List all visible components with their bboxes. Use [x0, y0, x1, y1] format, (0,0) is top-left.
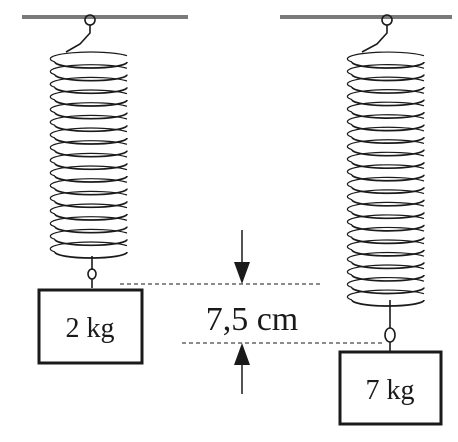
- right-hook-wire: [361, 25, 388, 53]
- right-coil-back: [346, 139, 425, 151]
- left-coil-front: [54, 188, 128, 196]
- left-coil-front: [54, 213, 128, 221]
- mass-2kg: 2 kg: [37, 288, 144, 365]
- mass-7kg-box: [338, 350, 443, 426]
- right-coil-back: [346, 151, 425, 163]
- right-coil-back: [346, 89, 425, 101]
- left-coil-front: [54, 163, 128, 171]
- left-coil-front: [54, 251, 128, 259]
- left-coil-back: [49, 165, 128, 177]
- right-coil-front: [351, 74, 425, 82]
- left-coil-front: [54, 150, 128, 158]
- left-coil-back: [49, 76, 128, 88]
- right-coil-back: [346, 264, 425, 276]
- right-coil-front: [351, 199, 425, 207]
- right-coil-front: [351, 249, 425, 257]
- left-coil-back: [49, 89, 128, 101]
- left-coil-back: [49, 190, 128, 202]
- right-coil-back: [346, 239, 425, 251]
- right-bottom-hook: [384, 327, 396, 343]
- extension-dimension: [120, 230, 385, 394]
- right-coil-back: [346, 201, 425, 213]
- left-coil-front: [54, 175, 128, 183]
- right-spring: [346, 14, 425, 352]
- left-coil-front: [54, 87, 128, 95]
- left-coil-front: [54, 137, 128, 145]
- right-coil-back: [346, 251, 425, 263]
- right-coil-front: [351, 299, 425, 307]
- mass-2kg-label: 2 kg: [66, 313, 115, 344]
- right-coil-front: [351, 99, 425, 107]
- right-coil-front: [351, 111, 425, 119]
- right-coils: [346, 51, 425, 307]
- left-coil-front: [54, 112, 128, 120]
- mass-2kg-box: [37, 288, 144, 365]
- left-coil-back: [49, 228, 128, 240]
- mass-7kg-label: 7 kg: [366, 375, 415, 406]
- left-coils: [49, 51, 128, 259]
- right-coil-back: [346, 214, 425, 226]
- right-coil-back: [346, 289, 425, 301]
- left-coil-front: [54, 226, 128, 234]
- right-coil-front: [351, 186, 425, 195]
- left-coil-front: [54, 61, 128, 69]
- right-coil-front: [351, 274, 425, 282]
- left-coil-back: [49, 114, 128, 126]
- right-coil-back: [346, 189, 425, 201]
- left-coil-front: [54, 125, 128, 133]
- right-coil-front: [351, 149, 425, 157]
- right-coil-back: [346, 51, 425, 63]
- right-coil-back: [346, 114, 425, 126]
- left-coil-front: [54, 74, 128, 82]
- right-coil-back: [346, 176, 425, 188]
- right-coil-front: [351, 262, 425, 270]
- right-coil-back: [346, 64, 425, 76]
- left-spring: [49, 14, 128, 288]
- left-coil-back: [49, 127, 128, 139]
- right-coil-back: [346, 164, 425, 176]
- left-bottom-hook: [87, 268, 97, 280]
- right-coil-back: [346, 76, 425, 88]
- right-coil-back: [346, 276, 425, 289]
- right-coil-front: [351, 224, 425, 232]
- left-coil-back: [49, 51, 128, 63]
- left-coil-front: [54, 99, 128, 107]
- right-coil-back: [346, 101, 425, 113]
- mass-7kg: 7 kg: [338, 350, 443, 426]
- left-coil-front: [54, 201, 128, 209]
- right-coil-front: [351, 136, 425, 144]
- up-arrow-icon: [234, 343, 250, 365]
- right-coil-front: [351, 174, 425, 182]
- left-coil-front: [54, 239, 128, 247]
- right-coil-back: [346, 226, 425, 238]
- left-coil-back: [49, 152, 128, 164]
- left-coil-back: [49, 241, 128, 253]
- right-coil-front: [351, 124, 425, 132]
- left-coil-back: [49, 64, 128, 76]
- right-coil-front: [351, 287, 425, 295]
- right-coil-front: [351, 212, 425, 220]
- left-coil-back: [49, 216, 128, 228]
- left-coil-back: [49, 140, 128, 152]
- right-coil-back: [346, 126, 425, 138]
- left-hook-wire: [65, 25, 91, 53]
- right-coil-front: [351, 161, 425, 170]
- left-coil-back: [49, 178, 128, 190]
- left-coil-back: [49, 203, 128, 215]
- right-coil-front: [351, 61, 425, 69]
- left-coil-back: [49, 102, 128, 114]
- down-arrow-icon: [234, 262, 250, 284]
- right-coil-front: [351, 86, 425, 94]
- right-coil-front: [351, 237, 425, 245]
- extension-label: 7,5 cm: [206, 301, 299, 338]
